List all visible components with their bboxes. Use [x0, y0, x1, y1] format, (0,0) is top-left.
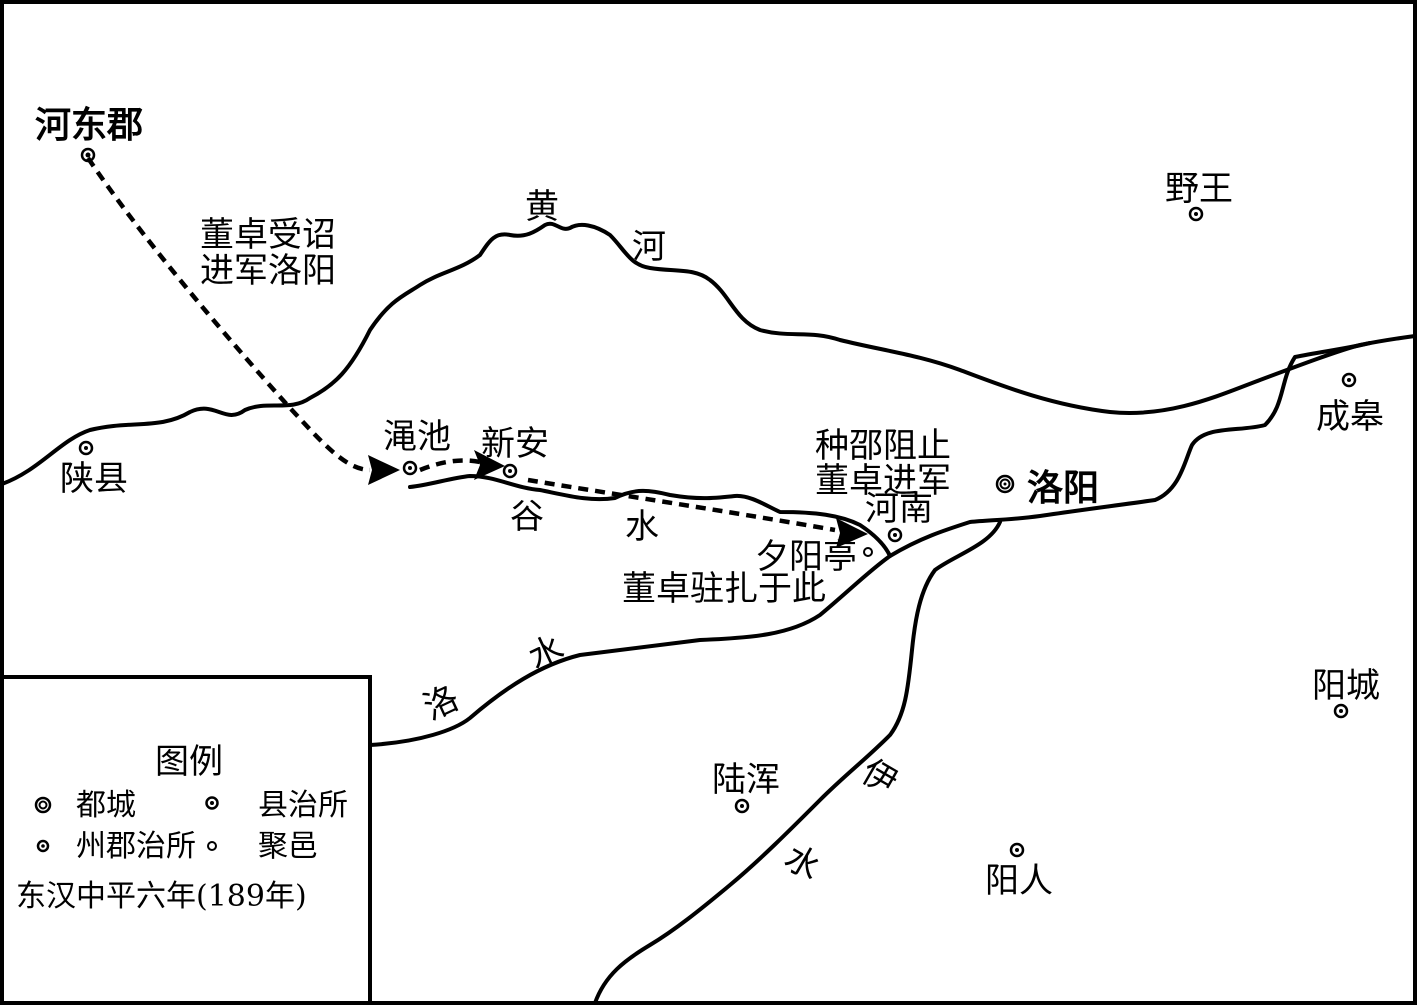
route-arrow-3 [836, 518, 868, 548]
march-route-xinan [527, 477, 836, 533]
yangren-symbol [1009, 842, 1025, 858]
march-route-hedong [86, 156, 371, 473]
label-gu-river-2: 水 [625, 507, 659, 547]
label-chenggao: 成皋 [1316, 397, 1384, 437]
march-route-mianchi [419, 458, 481, 473]
annotation-zhongshao-line2: 董卓进军 [815, 461, 951, 501]
mianchi-symbol [402, 460, 418, 476]
legend-capital: 都城 [76, 788, 136, 823]
luo-river [368, 341, 1372, 747]
yangcheng-symbol [1333, 703, 1349, 719]
luoyang-symbol [995, 474, 1015, 494]
label-luo-river-2: 水 [523, 628, 571, 679]
label-xiyangting: 夕阳亭 [755, 537, 857, 577]
label-henan: 河南 [865, 489, 933, 529]
label-yangren: 阳人 [985, 861, 1053, 901]
legend-era: 东汉中平六年(189年) [16, 879, 307, 914]
label-mianchi: 渑池 [383, 417, 451, 457]
label-luo-river-1: 洛 [418, 678, 466, 729]
gu-river [408, 474, 892, 558]
label-yellow-river-1: 黄 [525, 187, 559, 227]
xinan-symbol [502, 463, 518, 479]
label-yi-river-2: 水 [778, 837, 827, 889]
label-shanxian: 陕县 [60, 459, 128, 499]
legend-capital-symbol [34, 796, 52, 814]
luhun-symbol [734, 798, 750, 814]
label-xinan: 新安 [481, 424, 549, 464]
label-yangcheng: 阳城 [1312, 666, 1380, 706]
annotation-zhongshao-line1: 种邵阻止 [815, 426, 951, 466]
legend-prefecture-symbol [36, 839, 50, 853]
label-luhun: 陆浑 [712, 760, 780, 800]
route-arrow-2 [474, 450, 505, 480]
legend-box [0, 675, 372, 1005]
label-hedong: 河东郡 [35, 105, 143, 146]
annotation-camp: 董卓驻扎于此 [622, 569, 826, 609]
legend-county-symbol [205, 796, 219, 810]
label-gu-river-1: 谷 [510, 497, 544, 537]
legend-county: 县治所 [258, 788, 348, 823]
yewang-symbol [1188, 206, 1204, 222]
hedong-symbol [80, 147, 96, 163]
yellow-river [0, 221, 1417, 486]
label-yellow-river-2: 河 [632, 227, 666, 267]
legend-settlement: 聚邑 [258, 829, 318, 864]
annotation-dongzhuo-line1: 董卓受诏 [200, 215, 336, 255]
legend-title: 图例 [155, 742, 223, 782]
annotation-dongzhuo-line2: 进军洛阳 [200, 251, 336, 291]
henan-symbol [887, 527, 903, 543]
chenggao-symbol [1341, 372, 1357, 388]
legend: 图例 都城 县治所 州郡治所 聚邑 东汉中平六年(189年) [0, 675, 372, 1005]
shanxian-symbol [78, 440, 94, 456]
label-luoyang: 洛阳 [1027, 468, 1099, 509]
label-yewang: 野王 [1165, 169, 1233, 209]
xiyangting-symbol [863, 547, 873, 557]
legend-prefecture: 州郡治所 [76, 829, 196, 864]
route-arrow-1 [368, 455, 400, 485]
yi-river [593, 520, 1002, 1005]
legend-settlement-symbol [207, 841, 217, 851]
